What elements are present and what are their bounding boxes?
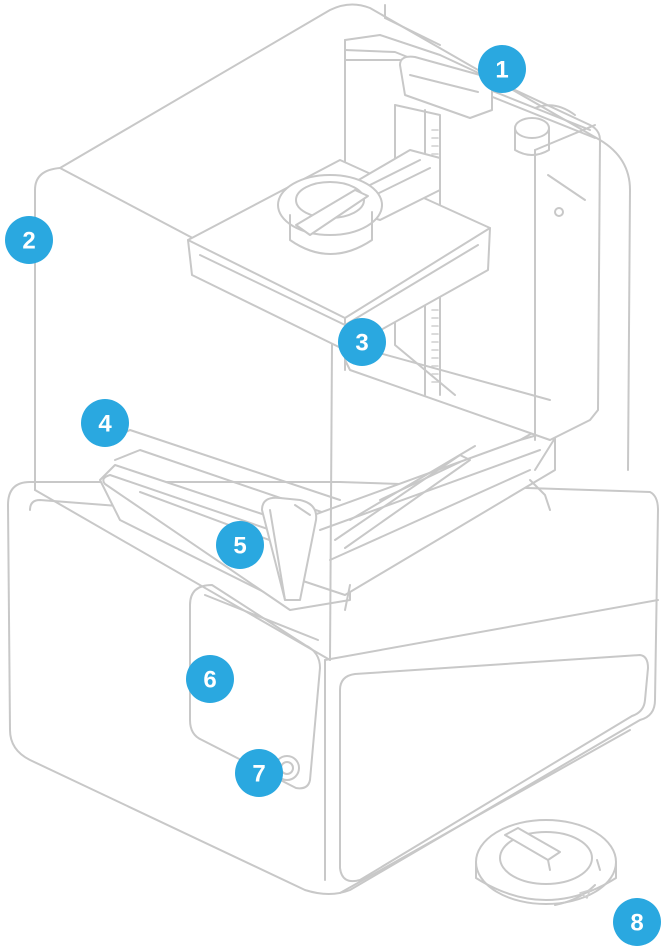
callout-number: 6 (203, 667, 216, 694)
callout-2: 2 (5, 216, 53, 264)
callout-number: 7 (252, 761, 265, 788)
callout-5: 5 (216, 521, 264, 569)
callout-7: 7 (235, 749, 283, 797)
callout-number: 5 (233, 533, 246, 560)
spare-knob (476, 820, 616, 905)
callout-number: 4 (98, 411, 112, 438)
callout-number: 8 (630, 910, 643, 937)
callout-number: 1 (495, 57, 508, 84)
callout-number: 2 (22, 228, 35, 255)
callout-number: 3 (355, 330, 368, 357)
callout-3: 3 (338, 318, 386, 366)
callout-8: 8 (613, 898, 661, 946)
callout-6: 6 (186, 655, 234, 703)
callout-4: 4 (81, 399, 129, 447)
callout-1: 1 (478, 45, 526, 93)
